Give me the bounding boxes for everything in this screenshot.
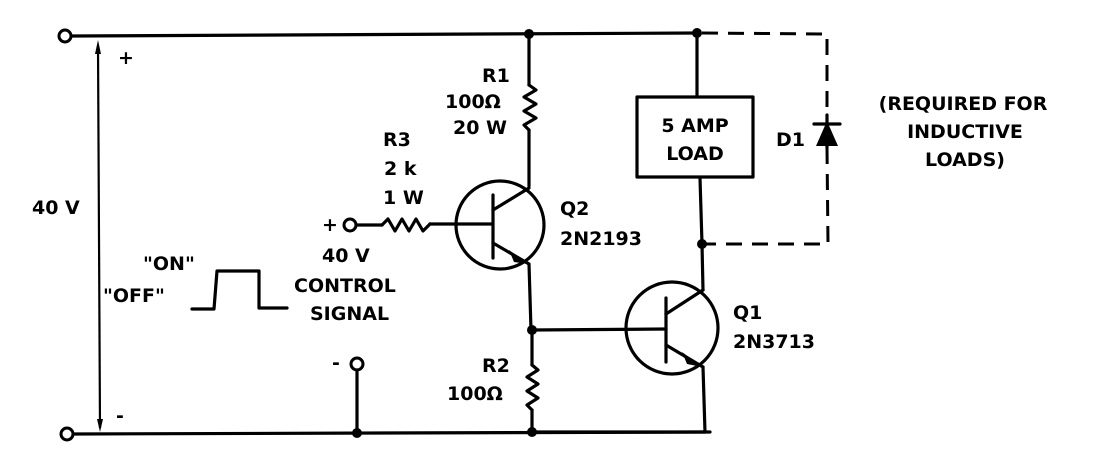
supply-minus-terminal[interactable] bbox=[59, 426, 75, 442]
control-minus-label: - bbox=[332, 352, 340, 374]
q1-name: Q1 bbox=[733, 302, 762, 324]
r1-name: R1 bbox=[482, 65, 510, 87]
load-box bbox=[635, 95, 755, 179]
control-voltage-label: 40 V bbox=[322, 245, 370, 267]
q2-name: Q2 bbox=[560, 198, 589, 220]
control-minus-terminal[interactable] bbox=[349, 356, 365, 372]
q1-emitter-arrow bbox=[682, 352, 702, 367]
control-plus-label: + bbox=[322, 214, 338, 236]
r1-value: 100Ω bbox=[445, 91, 501, 113]
load-label-line1: 5 AMP bbox=[661, 115, 728, 137]
r3-value: 2 k bbox=[384, 158, 417, 180]
control-pulse-waveform bbox=[190, 269, 289, 311]
d1-note-line3: LOADS) bbox=[925, 149, 1005, 171]
r3-name: R3 bbox=[383, 129, 411, 151]
q1-part: 2N3713 bbox=[733, 331, 815, 353]
pulse-off-label: "OFF" bbox=[103, 285, 165, 307]
resistor-r1 bbox=[522, 83, 538, 132]
resistor-r3 bbox=[380, 217, 432, 233]
r2-name: R2 bbox=[482, 355, 510, 377]
supply-arrow-head-bottom bbox=[97, 419, 103, 432]
q2-part: 2N2193 bbox=[560, 228, 642, 250]
pulse-on-label: "ON" bbox=[143, 253, 195, 275]
wire-q2-emitter-down bbox=[527, 262, 533, 332]
d1-note-line2: INDUCTIVE bbox=[907, 121, 1023, 143]
junction-control-minus bbox=[352, 428, 362, 438]
d1-dashed-wire-bottom bbox=[702, 147, 830, 246]
r3-power: 1 W bbox=[383, 187, 424, 209]
supply-arrow-head-top bbox=[95, 40, 101, 54]
q1-collector-lead bbox=[664, 288, 705, 316]
d1-dashed-wire-top bbox=[701, 31, 829, 115]
q2-emitter-arrow bbox=[509, 250, 528, 264]
q2-collector-lead bbox=[491, 186, 531, 212]
transistor-q1-body bbox=[624, 280, 720, 376]
wire-to-q1-collector bbox=[700, 242, 705, 292]
load-label-line2: LOAD bbox=[666, 143, 724, 165]
supply-voltage-label: 40 V bbox=[32, 197, 80, 219]
d1-note-line1: (REQUIRED FOR bbox=[879, 93, 1048, 115]
top-rail-wire bbox=[70, 31, 700, 38]
supply-plus-label: + bbox=[118, 47, 134, 69]
resistor-r2 bbox=[525, 363, 540, 412]
supply-minus-label: - bbox=[116, 405, 124, 427]
supply-voltage-arrow bbox=[96, 45, 102, 429]
r2-value: 100Ω bbox=[447, 383, 503, 405]
control-label-signal: SIGNAL bbox=[310, 303, 389, 325]
wire-to-q1-base bbox=[530, 327, 668, 332]
control-plus-terminal[interactable] bbox=[342, 217, 358, 233]
wire-load-bottom bbox=[698, 176, 704, 246]
r1-power: 20 W bbox=[453, 117, 507, 139]
supply-plus-terminal[interactable] bbox=[57, 28, 73, 44]
control-label-control: CONTROL bbox=[294, 275, 396, 297]
wire-q1-emitter-down bbox=[701, 365, 707, 434]
d1-name: D1 bbox=[776, 129, 805, 151]
